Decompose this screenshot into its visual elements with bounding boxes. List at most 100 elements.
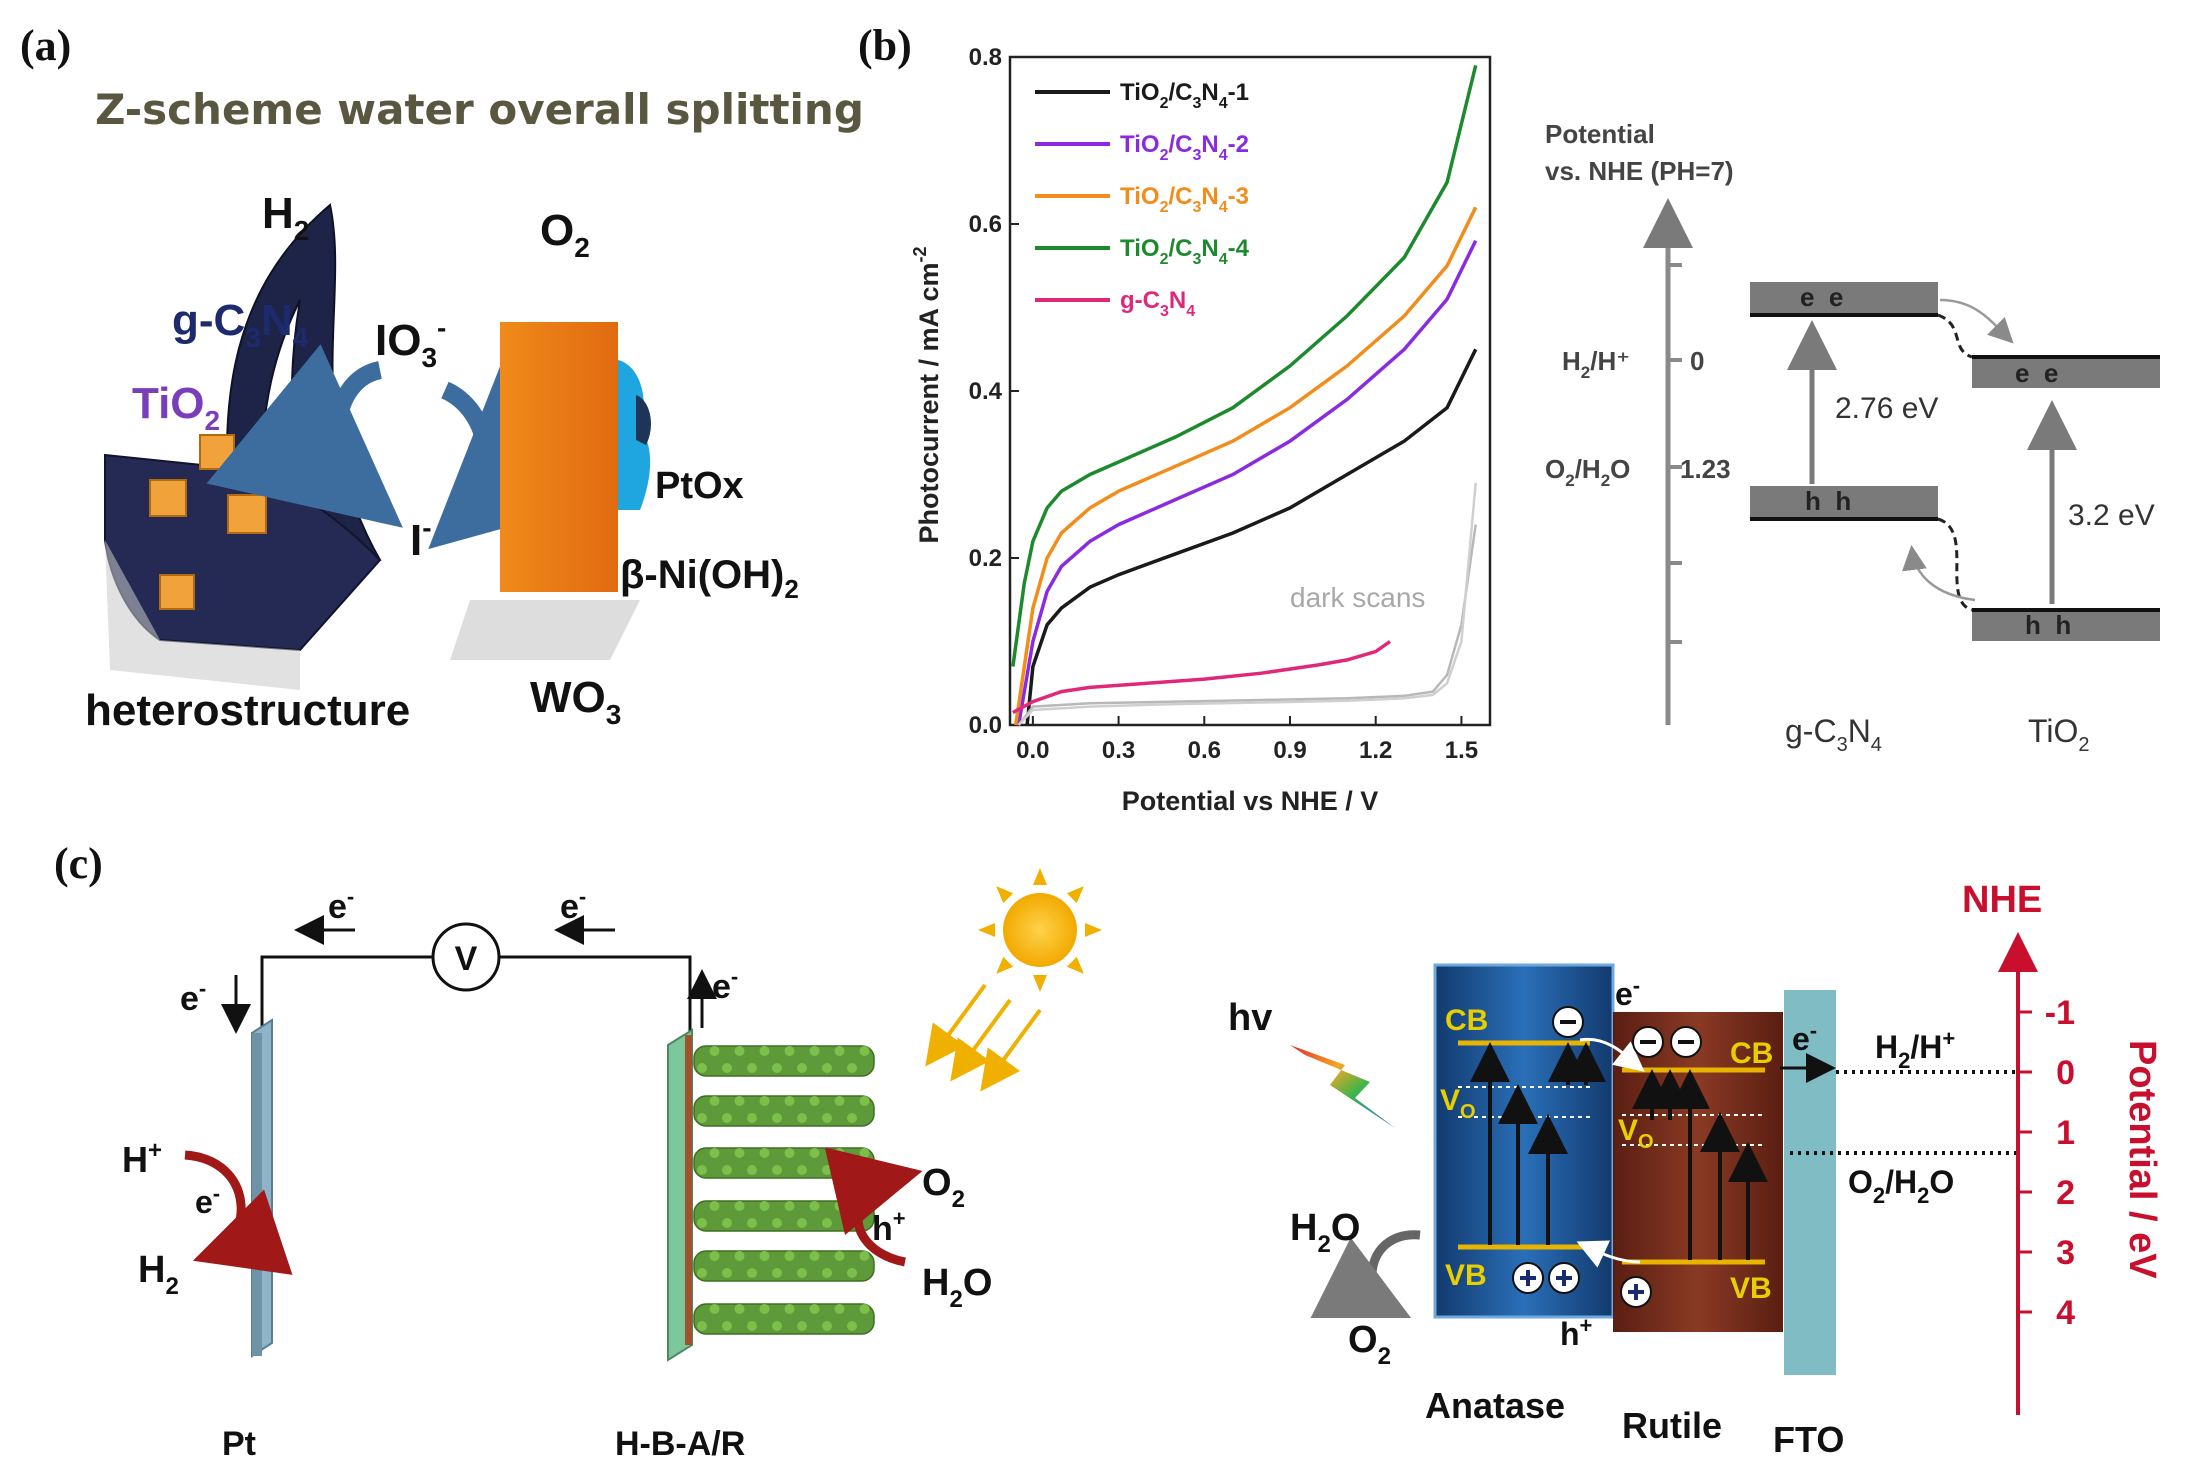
nanorod-branch [847, 1268, 857, 1278]
nanorod-branch [797, 1113, 807, 1123]
nanorod-branch [722, 1321, 732, 1331]
nanorod-branch [797, 1268, 807, 1278]
sun-ray [1033, 868, 1047, 885]
ptox-nioh-coating [618, 360, 651, 510]
wo3-shadow [450, 600, 640, 660]
anatase-cb-label: CB [1445, 1004, 1488, 1037]
nanorod-branch [822, 1165, 832, 1175]
nanorod-branch [834, 1148, 845, 1158]
x-tick-label: 1.5 [1445, 737, 1478, 764]
nanorod-branch [834, 1251, 845, 1261]
tio2-gap-label: 3.2 eV [2068, 499, 2155, 532]
x-tick-label: 1.2 [1359, 737, 1392, 764]
nanorod-branch [784, 1046, 795, 1056]
dark-scans-label: dark scans [1290, 582, 1425, 613]
nanorod-branch [734, 1148, 745, 1158]
h2o-to-o2-arrow [824, 1147, 923, 1267]
rutile-vo-label: VO [1618, 1114, 1654, 1153]
nanorod-branch [709, 1251, 720, 1261]
nanorod-branch [722, 1063, 732, 1073]
x-tick-label: 0.0 [1016, 737, 1049, 764]
h2-product-label: H2 [138, 1249, 179, 1300]
h2-h-level-label: H2/H⁺ [1562, 346, 1630, 382]
anatase-vo-label: VO [1440, 1084, 1476, 1123]
legend-label: g-C3N4 [1120, 287, 1195, 320]
nanorod-branch [859, 1096, 870, 1106]
nanorod-branch [784, 1304, 795, 1314]
legend-label: TiO2/C3N4-4 [1120, 235, 1250, 268]
panel-label-a: (a) [20, 21, 72, 70]
sunlight-rays [925, 983, 1042, 1092]
voltmeter [431, 922, 501, 992]
nanorod-branch [784, 1148, 795, 1158]
nanorod-branch [859, 1148, 870, 1158]
nanorod [693, 1147, 875, 1179]
energy-axis-title-1: Potential [1545, 119, 1655, 149]
anatase-vb-label: VB [1445, 1259, 1487, 1292]
energy-diagram: Potential vs. NHE (PH=7) H2/H⁺ 0 O2/H2O … [1545, 119, 2160, 756]
h2o-reactant-label: H2O [922, 1262, 992, 1313]
nanorod-branch [709, 1148, 720, 1158]
panel-a-title: Z-scheme water overall splitting [95, 85, 864, 134]
nanorod [693, 1045, 875, 1077]
o2-label: O2 [540, 206, 590, 263]
nanorod-branch [809, 1046, 820, 1056]
nanorod-branch [859, 1304, 870, 1314]
sun-ray [1066, 956, 1084, 974]
o2-h2o-level-value: 1.23 [1680, 454, 1731, 484]
e-fto-label: e- [1792, 1018, 1817, 1057]
energy-axis-title-2: vs. NHE (PH=7) [1545, 156, 1734, 186]
h-plus-label: H+ [122, 1137, 162, 1180]
e-mid-label: e- [560, 884, 586, 926]
nanorod-branch [759, 1148, 770, 1158]
nanorod-branch [759, 1046, 770, 1056]
zero-level-label: 0 [1690, 346, 1704, 376]
nanorod-branch [859, 1251, 870, 1261]
pt-label: Pt [222, 1425, 256, 1463]
band-h2o-label: H2O [1290, 1207, 1360, 1258]
nanorod-branch [747, 1063, 757, 1073]
band-o2h2o-label: O2/H2O [1848, 1164, 1954, 1208]
nanorod-branch [722, 1268, 732, 1278]
hbar-label: H-B-A/R [615, 1425, 745, 1463]
y-tick-label: 0.4 [969, 378, 1003, 405]
nanorod-branch [822, 1268, 832, 1278]
heterostructure-label: heterostructure [85, 686, 410, 735]
gcn-vb-band [1750, 486, 1938, 519]
series-line-tio2-c3n4-3 [1013, 206, 1478, 726]
legend-label: TiO2/C3N4-1 [1120, 79, 1249, 112]
nanorod-branch [859, 1046, 870, 1056]
nanorod-branch [772, 1165, 782, 1175]
nanorod-branch [822, 1218, 832, 1228]
nhe-tick-label: 2 [2056, 1174, 2075, 1212]
nanorod-branch [772, 1218, 782, 1228]
nanorod-branch [734, 1304, 745, 1314]
electron-transfer-white-arrow [1579, 1037, 1645, 1072]
nanorod-branch [747, 1165, 757, 1175]
heterostructure-shadow [105, 540, 300, 690]
rutile-vb-label: VB [1730, 1272, 1772, 1305]
nanorod-branch [722, 1218, 732, 1228]
nanorod-branch [734, 1046, 745, 1056]
tio2-vb-band [1972, 608, 2160, 641]
o2-h2o-level-label: O2/H2O [1545, 454, 1630, 490]
io3-label: IO3- [375, 312, 446, 373]
h2-label: H2 [262, 189, 309, 246]
anatase-label: Anatase [1425, 1385, 1565, 1426]
electron-transfer-curve [1937, 313, 1973, 359]
chart-plot-frame [1008, 55, 1492, 727]
hole-transfer-arrow [1901, 545, 1976, 602]
band-o2-label: O2 [1348, 1319, 1391, 1370]
electron-minus-signs [1560, 1020, 1694, 1044]
fto-label: FTO [1773, 1419, 1844, 1460]
nanorod-branch [734, 1251, 745, 1261]
h-bottom-label: h+ [1560, 1313, 1592, 1352]
nanorod-branch [797, 1063, 807, 1073]
series-line-tio2-c3n4-4 [1011, 64, 1478, 667]
nhe-tick-label: 4 [2056, 1294, 2075, 1332]
ptox-label: PtOx [655, 465, 744, 507]
nhe-tick-label: -1 [2045, 994, 2075, 1032]
nanorod-branch [734, 1096, 745, 1106]
excitation-arrows [1470, 1042, 1768, 1260]
